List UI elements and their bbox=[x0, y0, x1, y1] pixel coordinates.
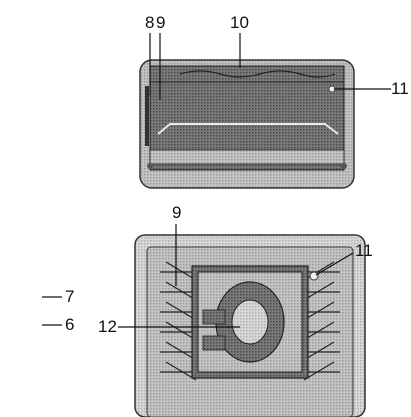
callout-9-top: 9 bbox=[156, 13, 166, 32]
callout-9-bottom: 9 bbox=[172, 203, 182, 222]
front-view-leader-lines bbox=[42, 224, 354, 328]
callout-12: 12 bbox=[98, 317, 117, 336]
oven-front-view bbox=[134, 234, 366, 417]
callout-11-top: 11 bbox=[391, 79, 409, 98]
callout-10: 10 bbox=[230, 13, 249, 32]
top-view-leader-lines bbox=[149, 33, 391, 100]
oven-top-view bbox=[139, 59, 355, 189]
left-shelf-rails bbox=[160, 261, 197, 381]
callout-11-bottom: 11 bbox=[355, 241, 373, 260]
callout-7: 7 bbox=[65, 287, 75, 306]
right-shelf-rails bbox=[303, 261, 340, 381]
callout-6: 6 bbox=[65, 315, 75, 334]
callout-8: 8 bbox=[145, 13, 155, 32]
